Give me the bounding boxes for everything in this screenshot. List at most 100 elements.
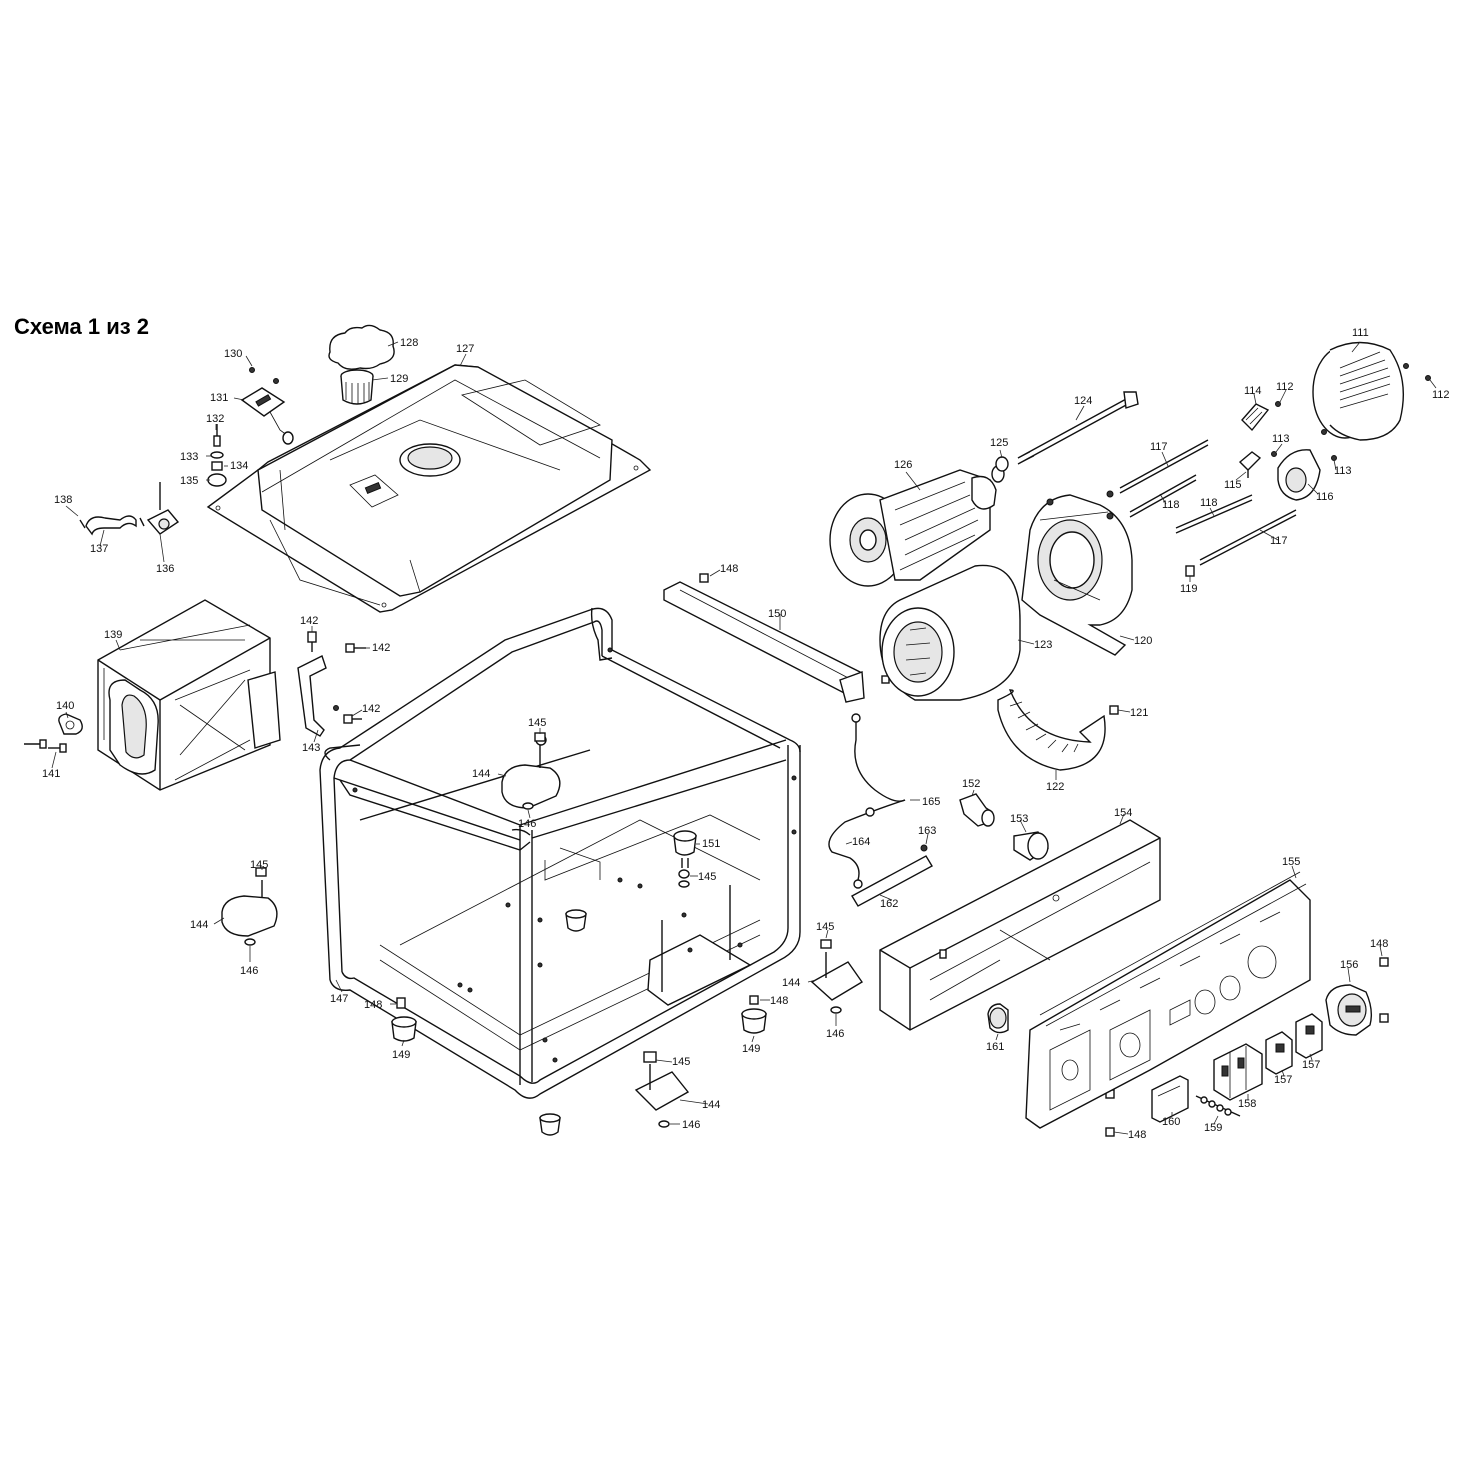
part-callout: 113: [1272, 433, 1290, 445]
part-callout: 126: [894, 459, 912, 471]
part-callout: 157: [1274, 1074, 1292, 1086]
fuel-tank: [206, 364, 652, 613]
part-callout: 127: [456, 343, 474, 355]
part-callout: 125: [990, 437, 1008, 449]
cross-bar: [663, 573, 890, 703]
part-callout: 148: [770, 995, 788, 1007]
part-callout: 131: [210, 392, 228, 404]
socket-large: [1325, 984, 1373, 1036]
engine-mount-4: [634, 1051, 690, 1128]
part-callout: 140: [56, 700, 74, 712]
fuel-valve: [79, 482, 180, 536]
part-callout: 144: [190, 919, 208, 931]
part-callout: 144: [782, 977, 800, 989]
fuse: [1195, 1095, 1241, 1117]
flange-bolts: [24, 713, 83, 753]
frame: [319, 607, 801, 1099]
breaker-block: [1213, 1043, 1263, 1101]
stator: [879, 564, 1021, 701]
part-callout: 111: [1352, 327, 1369, 339]
switch: [959, 793, 995, 827]
part-callout: 112: [1432, 389, 1450, 401]
part-callout: 133: [180, 451, 198, 463]
part-callout: 123: [1034, 639, 1052, 651]
brush-holder: [1238, 401, 1337, 501]
part-callout: 146: [518, 818, 536, 830]
grommet: [1013, 831, 1049, 861]
part-callout: 149: [742, 1043, 760, 1055]
part-callout: 165: [922, 796, 940, 808]
part-callout: 158: [1238, 1098, 1256, 1110]
fuel-cap: [328, 324, 395, 370]
part-callout: 139: [104, 629, 122, 641]
leader-lines: [51, 341, 1437, 1135]
part-callout: 149: [392, 1049, 410, 1061]
ground-wire: [828, 713, 933, 907]
rubber-feet: [391, 830, 767, 1136]
part-callout: 115: [1224, 479, 1242, 491]
part-callout: 142: [362, 703, 380, 715]
part-callout: 154: [1114, 807, 1132, 819]
part-callout: 128: [400, 337, 418, 349]
part-callout: 152: [962, 778, 980, 790]
breaker-2: [1295, 1013, 1323, 1059]
part-callout: 141: [42, 768, 60, 780]
part-callout: 148: [1128, 1129, 1146, 1141]
fuel-strainer: [340, 369, 374, 405]
fuel-gauge: [240, 367, 294, 445]
meter: [1151, 1075, 1189, 1123]
part-callout: 160: [1162, 1116, 1180, 1128]
breaker-1: [1265, 1031, 1293, 1075]
part-callout: 119: [1180, 583, 1198, 595]
part-callout: 148: [1370, 938, 1388, 950]
part-callout: 163: [918, 825, 936, 837]
part-callout: 148: [720, 563, 738, 575]
engine-mount-2: [221, 867, 278, 946]
part-callout: 144: [472, 768, 490, 780]
end-cover: [1312, 341, 1431, 441]
rotor: [829, 465, 1005, 587]
part-callout: 146: [826, 1028, 844, 1040]
part-callout: 146: [682, 1119, 700, 1131]
part-callout: 145: [672, 1056, 690, 1068]
page-title: Схема 1 из 2: [14, 314, 150, 339]
part-callout: 151: [702, 838, 720, 850]
knob: [987, 1003, 1009, 1034]
part-callout: 117: [1150, 441, 1168, 453]
part-callout: 129: [390, 373, 408, 385]
part-callout: 153: [1010, 813, 1028, 825]
part-callout: 132: [206, 413, 224, 425]
part-callout: 137: [90, 543, 108, 555]
rear-housing: [1021, 494, 1133, 656]
part-callout: 146: [240, 965, 258, 977]
part-callout: 142: [300, 615, 318, 627]
part-callout: 145: [816, 921, 834, 933]
part-callout: 116: [1316, 491, 1334, 503]
front-panel: [1025, 871, 1311, 1129]
part-callout: 159: [1204, 1122, 1222, 1134]
part-callout: 113: [1334, 465, 1352, 477]
side-cover: [97, 599, 281, 791]
part-callout: 118: [1200, 497, 1218, 509]
control-box: [879, 819, 1161, 1031]
engine-mount-1: [501, 732, 561, 810]
part-callout: 162: [880, 898, 898, 910]
tank-bolt-set: [207, 424, 227, 487]
part-callout: 134: [230, 460, 248, 472]
tank-bracket: [297, 631, 366, 737]
part-callout: 144: [702, 1099, 720, 1111]
part-callout: 117: [1270, 535, 1288, 547]
part-callout: 120: [1134, 635, 1152, 647]
part-callout: 147: [330, 993, 348, 1005]
part-callout: 118: [1162, 499, 1180, 511]
cover-band: [997, 689, 1119, 771]
part-callout: 136: [156, 563, 174, 575]
part-callout: 143: [302, 742, 320, 754]
part-callout: 135: [180, 475, 198, 487]
part-callout: 150: [768, 608, 786, 620]
part-callout: 121: [1130, 707, 1148, 719]
part-callout: 145: [698, 871, 716, 883]
part-callout: 142: [372, 642, 390, 654]
part-callout: 138: [54, 494, 72, 506]
